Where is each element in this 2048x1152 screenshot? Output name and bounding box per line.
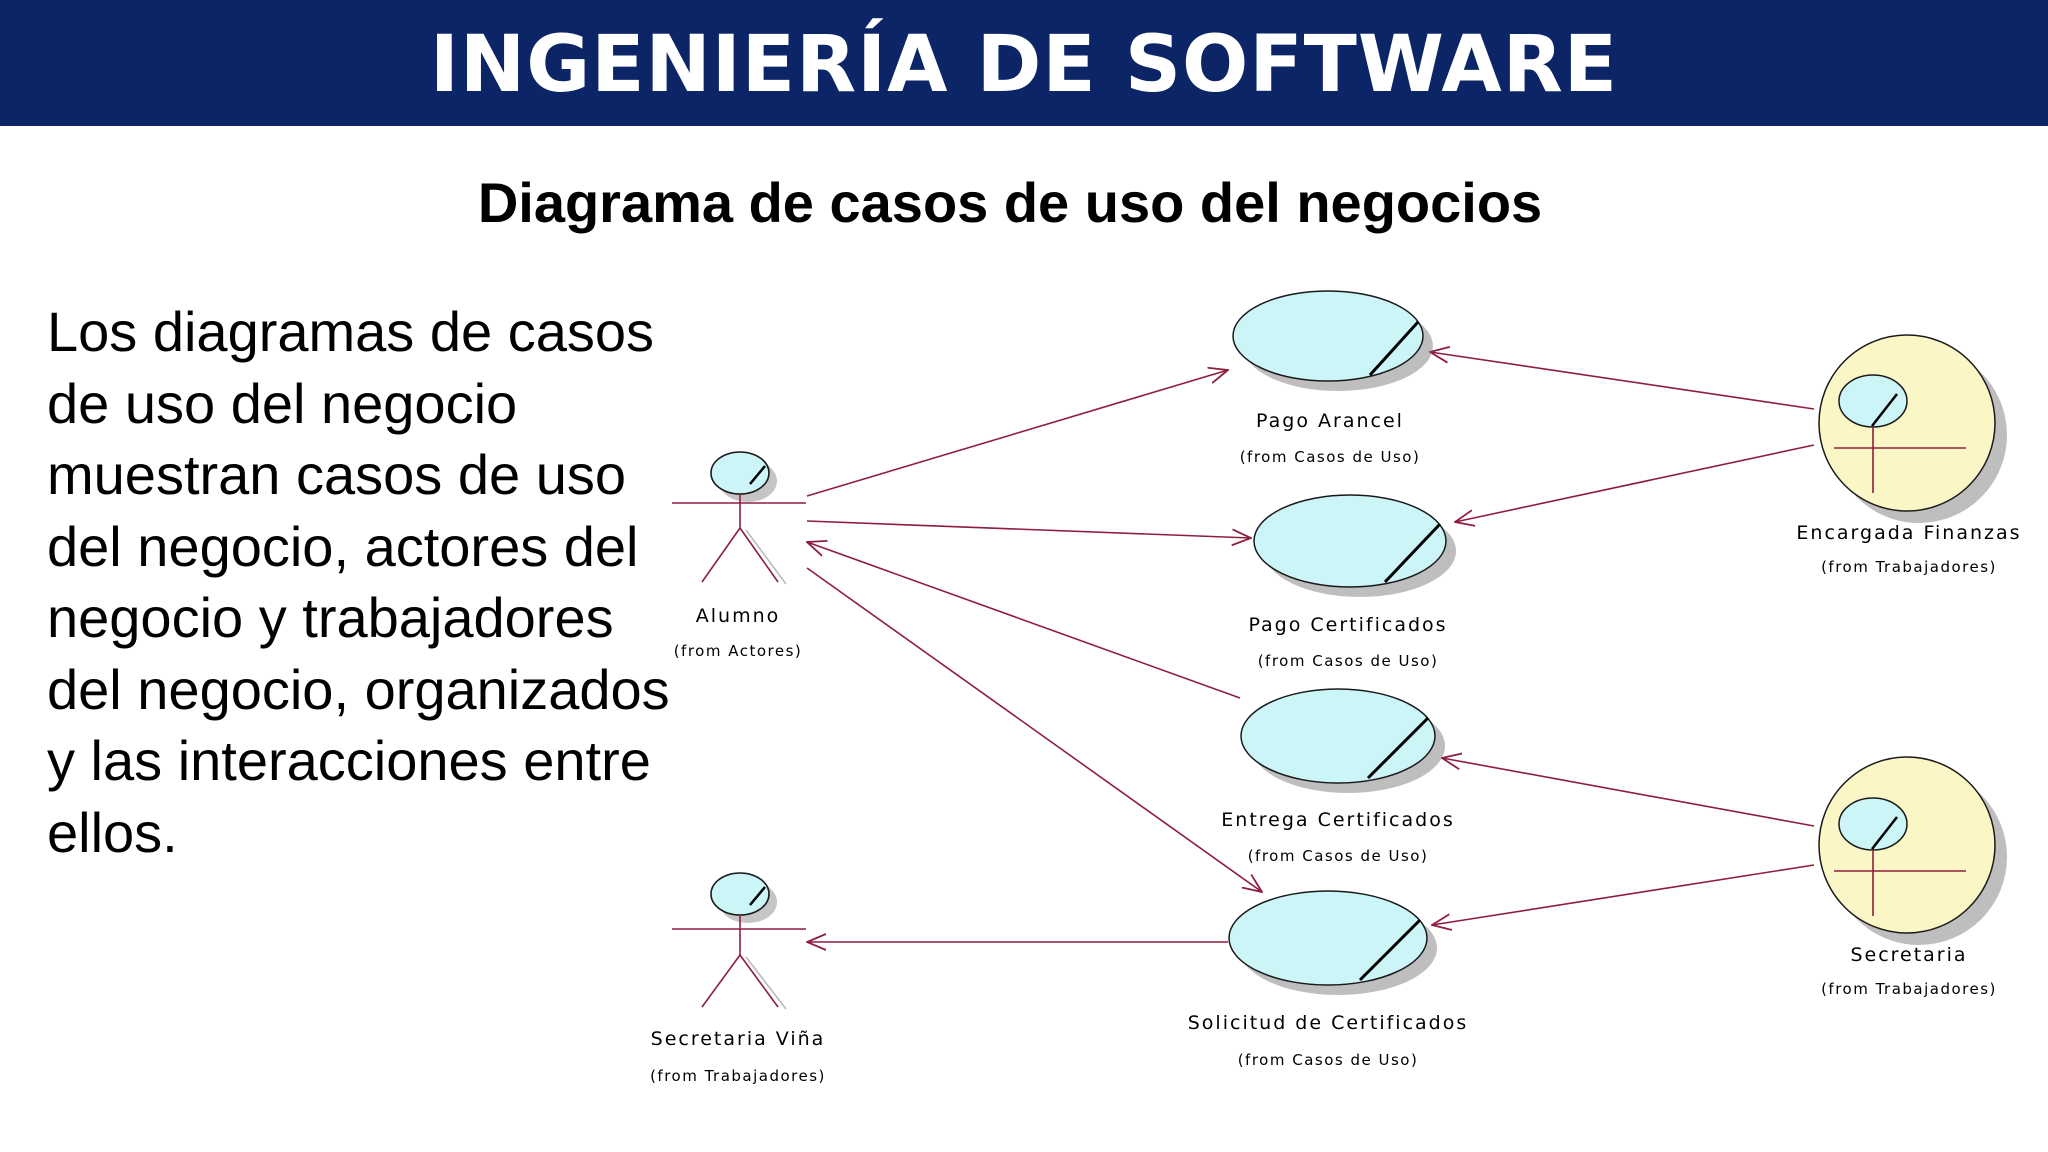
actor-from: (from Actores) (674, 642, 803, 660)
worker-from: (from Trabajadores) (1821, 558, 1997, 576)
usecase-solicitud-certificados: Solicitud de Certificados (from Casos de… (1188, 890, 1469, 1069)
usecase-label: Pago Certificados (1248, 614, 1447, 636)
assoc-alumno-pago-certificados (806, 520, 1251, 538)
title-bar: INGENIERÍA DE SOFTWARE (0, 0, 2048, 126)
actor-alumno: Alumno (from Actores) (672, 451, 806, 660)
usecase-label: Pago Arancel (1256, 410, 1404, 432)
worker-from: (from Trabajadores) (1821, 980, 1997, 998)
usecase-pago-arancel: Pago Arancel (from Casos de Uso) (1232, 290, 1433, 466)
worker-secretaria: Secretaria (from Trabajadores) (1818, 756, 2007, 998)
slide-title: INGENIERÍA DE SOFTWARE (429, 20, 1619, 110)
usecase-entrega-certificados: Entrega Certificados (from Casos de Uso) (1221, 688, 1454, 865)
usecase-from: (from Casos de Uso) (1258, 652, 1439, 670)
worker-label: Encargada Finanzas (1796, 522, 2021, 544)
slide-subtitle: Diagrama de casos de uso del negocios (477, 171, 1543, 234)
assoc-secretaria-solicitud (1432, 864, 1815, 925)
assoc-finanzas-pago-certificados (1455, 444, 1815, 522)
worker-label: Secretaria (1850, 944, 1967, 966)
usecase-label: Entrega Certificados (1221, 809, 1454, 831)
assoc-entrega-alumno (807, 542, 1241, 699)
actor-label: Secretaria Viña (651, 1028, 826, 1050)
usecase-from: (from Casos de Uso) (1240, 448, 1421, 466)
assoc-alumno-pago-arancel (806, 370, 1228, 497)
assoc-alumno-solicitud (806, 567, 1262, 892)
usecase-pago-certificados: Pago Certificados (from Casos de Uso) (1248, 494, 1456, 670)
actor-from: (from Trabajadores) (650, 1067, 826, 1085)
worker-encargada-finanzas: Encargada Finanzas (from Trabajadores) (1796, 334, 2021, 576)
actor-secretaria-vina: Secretaria Viña (from Trabajadores) (650, 872, 826, 1085)
assoc-finanzas-pago-arancel (1430, 352, 1815, 410)
usecase-label: Solicitud de Certificados (1188, 1012, 1469, 1034)
assoc-secretaria-entrega (1442, 758, 1815, 827)
usecase-from: (from Casos de Uso) (1248, 847, 1429, 865)
usecase-from: (from Casos de Uso) (1238, 1051, 1419, 1069)
body-paragraph: Los diagramas de casos de uso del negoci… (47, 300, 670, 864)
actor-label: Alumno (696, 605, 781, 627)
